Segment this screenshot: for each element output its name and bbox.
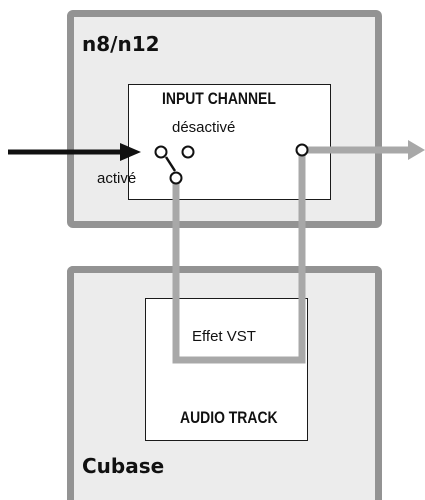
cubase-title: Cubase	[82, 454, 165, 478]
audio-track-panel	[145, 298, 308, 441]
return-terminal	[295, 143, 309, 157]
switch-on-label: activé	[97, 170, 137, 187]
input-arrow-head	[120, 143, 141, 161]
switch-on-terminal	[169, 171, 183, 185]
send-to-effect-path	[172, 150, 306, 364]
output-arrow-head	[408, 140, 425, 160]
vst-effect-label: Effet VST	[192, 328, 256, 345]
switch-lever	[164, 156, 177, 172]
switch-off-terminal	[181, 145, 195, 159]
input-channel-panel	[128, 84, 331, 200]
switch-off-label: désactivé	[172, 119, 236, 136]
n8-n12-title: n8/n12	[82, 32, 160, 56]
audio-track-title: AUDIO TRACK	[180, 408, 278, 427]
input-channel-title: INPUT CHANNEL	[162, 89, 276, 108]
switch-common-terminal	[154, 145, 168, 159]
